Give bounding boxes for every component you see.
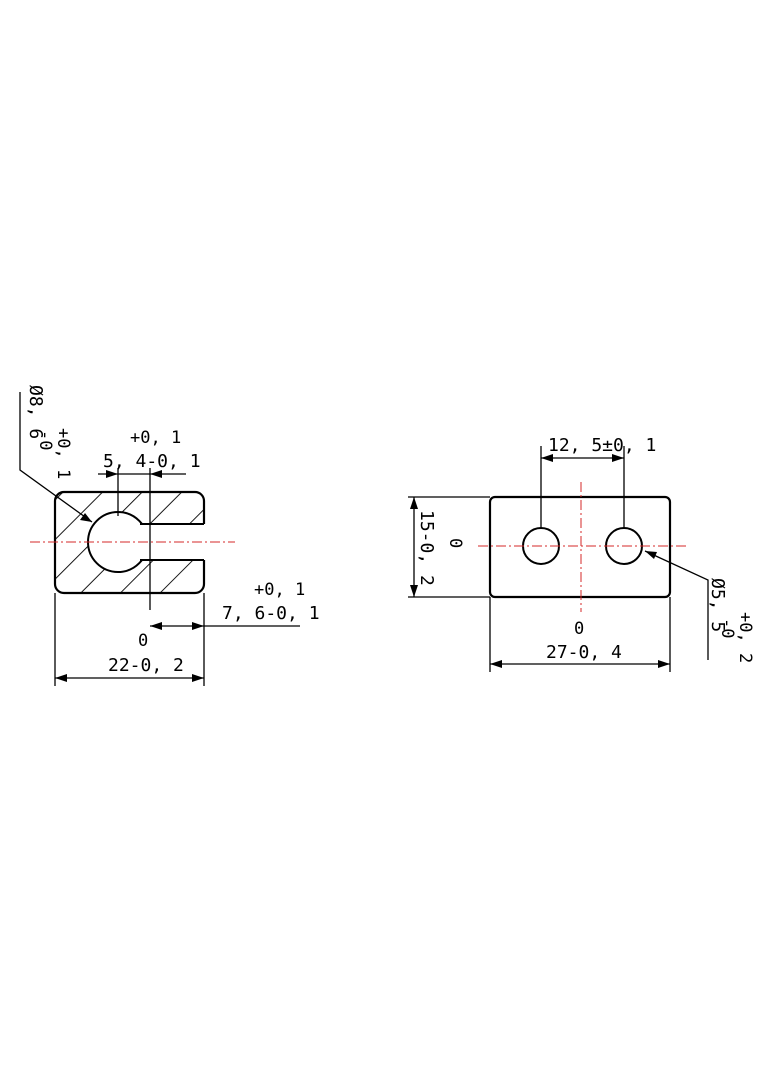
hole-dia-label: Ø5, 5 <box>707 578 728 632</box>
depth-value-label: 7, 6-0, 1 <box>222 603 320 624</box>
right-part-body <box>488 495 672 599</box>
depth-tol-upper: +0, 1 <box>254 580 305 600</box>
depth-tol-lower: 0 <box>138 631 148 651</box>
right-view: 12, 5±0, 1 15-0, 2 0 Ø5, 5 +0, 2 -0 0 27… <box>408 435 755 672</box>
width-value-label: 22-0, 2 <box>108 655 184 676</box>
bore-dia-label: Ø8, 6 <box>25 385 46 439</box>
pitch-value-label: 12, 5±0, 1 <box>548 435 656 456</box>
slot-width-label: 5, 4-0, 1 <box>103 451 201 472</box>
height-value-label: 15-0, 2 <box>416 510 437 586</box>
height-tol-upper: 0 <box>445 538 465 548</box>
slot-tol-upper: +0, 1 <box>130 428 181 448</box>
bore-tol-upper: +0, 1 <box>53 428 73 479</box>
left-section-view: Ø8, 6 +0, 1 -0 +0, 1 5, 4-0, 1 +0, 1 7, … <box>19 385 320 686</box>
bore-tol-lower: -0 <box>35 430 55 450</box>
hole-tol-upper: +0, 2 <box>735 612 755 663</box>
length-tol-upper: 0 <box>574 619 584 639</box>
length-value-label: 27-0, 4 <box>546 642 622 663</box>
hole-tol-lower: -0 <box>717 618 737 638</box>
